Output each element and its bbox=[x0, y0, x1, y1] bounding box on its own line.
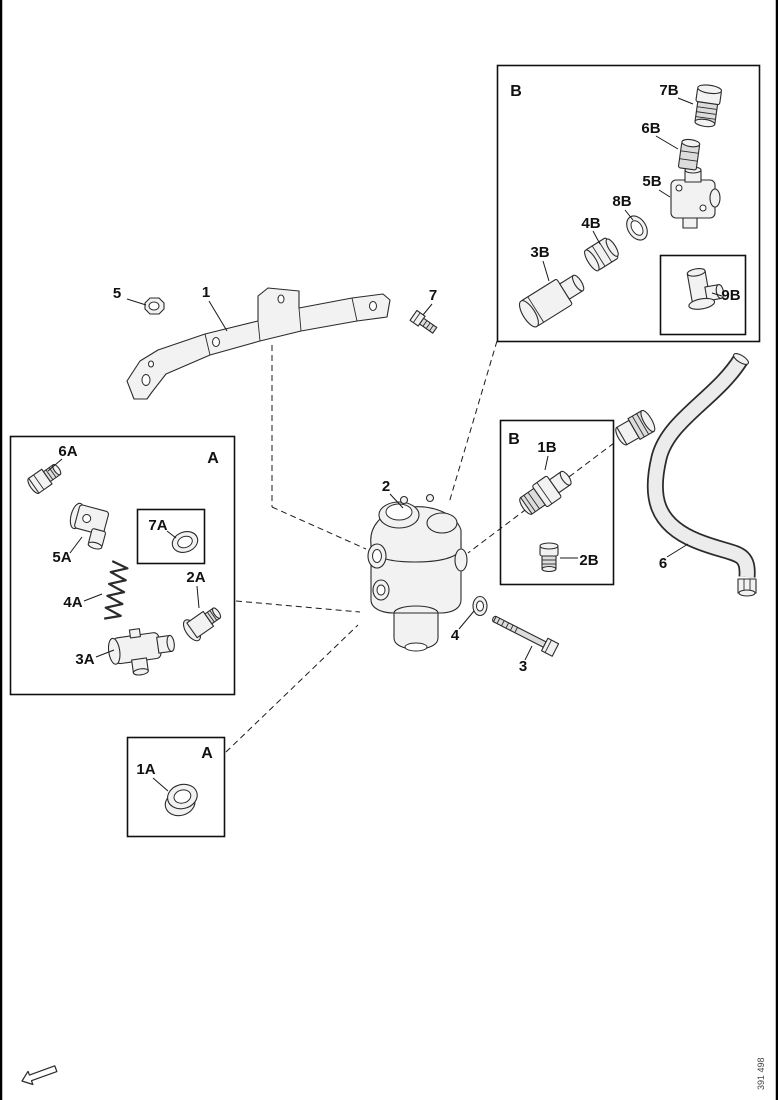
callout-5a: 5A bbox=[52, 549, 71, 566]
detail-box-7a bbox=[136, 508, 206, 565]
callout-7a: 7A bbox=[148, 517, 167, 534]
callout-4b: 4B bbox=[581, 215, 600, 232]
box-label-a-left: A bbox=[207, 450, 219, 467]
callout-3b: 3B bbox=[530, 244, 549, 261]
part-2b-plug bbox=[539, 542, 559, 573]
part-5b-valve-block bbox=[670, 166, 721, 229]
part-8b-ring bbox=[626, 215, 648, 241]
part-7a-ring-nut bbox=[171, 531, 199, 553]
detail-box-a-left bbox=[9, 435, 236, 696]
callout-7b: 7B bbox=[659, 82, 678, 99]
part-3a-valve-body bbox=[107, 628, 175, 676]
part-4b-nut bbox=[584, 237, 619, 272]
part-5a-elbow bbox=[69, 502, 110, 550]
part-bracket bbox=[126, 287, 391, 400]
callout-2a: 2A bbox=[186, 569, 205, 586]
detail-box-a-bottom bbox=[126, 736, 226, 838]
callout-1b: 1B bbox=[537, 439, 556, 456]
direction-arrow-icon bbox=[21, 1065, 58, 1086]
callout-4: 4 bbox=[451, 627, 460, 644]
callout-3a: 3A bbox=[75, 651, 94, 668]
part-washer bbox=[472, 595, 488, 617]
callout-6a: 6A bbox=[58, 443, 77, 460]
part-1a-ring-fitting bbox=[164, 783, 198, 817]
part-bolt-long bbox=[492, 615, 560, 657]
callout-6b: 6B bbox=[641, 120, 660, 137]
part-4a-spring bbox=[104, 560, 129, 620]
detail-box-b-mid bbox=[499, 419, 615, 586]
leader-lines bbox=[47, 97, 723, 792]
part-6b-sleeve bbox=[677, 138, 701, 171]
part-3b-fitting bbox=[518, 274, 585, 328]
callout-5b: 5B bbox=[642, 173, 661, 190]
box-label-b-top: B bbox=[510, 83, 522, 100]
callout-2b: 2B bbox=[579, 552, 598, 569]
part-1b-fitting bbox=[519, 470, 572, 515]
box-label-a-bottom: A bbox=[201, 745, 213, 762]
part-9b-elbow bbox=[686, 267, 725, 310]
callout-1: 1 bbox=[202, 284, 210, 301]
part-hose-adapter bbox=[615, 409, 656, 446]
part-2a-fitting bbox=[182, 607, 222, 642]
callout-8b: 8B bbox=[612, 193, 631, 210]
box-label-b-mid: B bbox=[508, 431, 520, 448]
callout-6: 6 bbox=[659, 555, 667, 572]
callout-7: 7 bbox=[429, 287, 437, 304]
detail-box-b-top bbox=[496, 64, 761, 343]
callout-4a: 4A bbox=[63, 594, 82, 611]
part-6a-fitting bbox=[27, 464, 62, 494]
callout-3: 3 bbox=[519, 658, 527, 675]
part-bolt-small bbox=[409, 309, 438, 334]
part-nut bbox=[144, 297, 165, 315]
part-valve-assembly bbox=[367, 493, 468, 652]
callout-5: 5 bbox=[113, 285, 121, 302]
callout-2: 2 bbox=[382, 478, 390, 495]
part-7b-plug bbox=[694, 84, 723, 128]
figure-number: 391 498 bbox=[756, 1057, 766, 1090]
part-hose bbox=[646, 353, 757, 597]
detail-box-9b bbox=[659, 254, 747, 336]
callout-1a: 1A bbox=[136, 761, 155, 778]
callout-9b: 9B bbox=[721, 287, 740, 304]
